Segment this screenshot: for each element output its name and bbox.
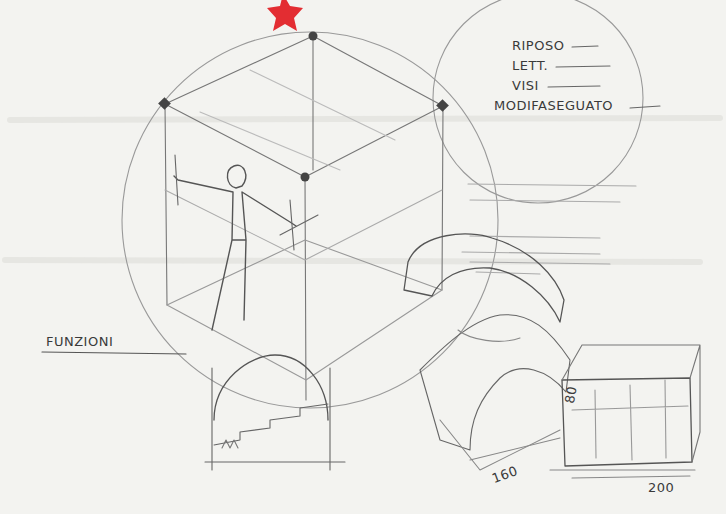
list-item: RIPOSO	[512, 38, 564, 53]
list-item: MODIFASEGUATO	[494, 98, 613, 113]
section-heading: FUNZIONI	[46, 334, 113, 349]
dimension: 200	[648, 480, 674, 495]
dimension: 80	[562, 385, 580, 405]
list-item: VISI	[512, 78, 539, 93]
list-item: LETT.	[512, 58, 548, 73]
